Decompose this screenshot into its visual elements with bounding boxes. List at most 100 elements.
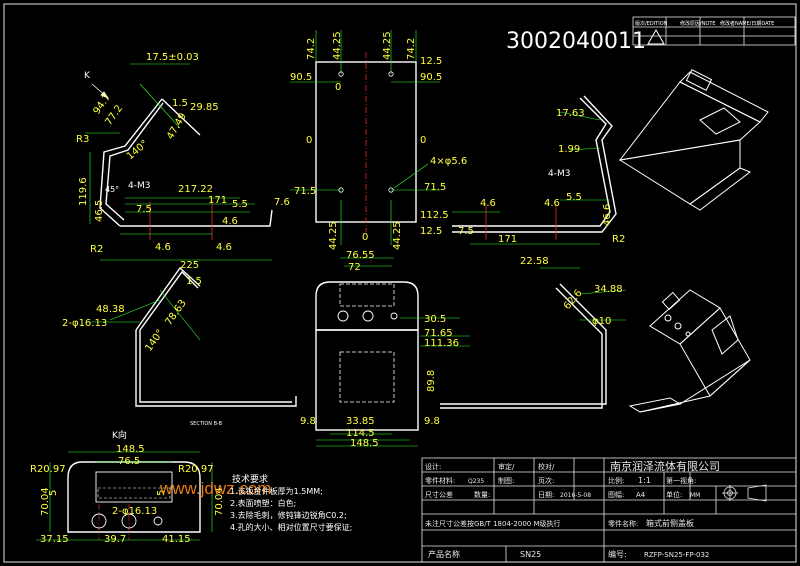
section-bb-view: 1.5 48.38 2-φ16.13 78.63 140° SECTION B-… (62, 266, 297, 427)
dim-mc-9-8a: 9.8 (300, 416, 316, 427)
dim-mc-9-8b: 9.8 (424, 416, 440, 427)
dim-tl-r3: R3 (76, 134, 89, 145)
dim-tl-217-22: 217.22 (178, 184, 213, 195)
tech-note-2: 2.表面喷塑：白色; (230, 498, 296, 508)
tech-note-1: 1.该钣金件板厚为1.5MM; (230, 486, 323, 496)
dim-mr-22-58: 22.58 (520, 256, 549, 267)
dim-mr-34-88: 34.88 (594, 284, 623, 295)
dim-tc-90-5a: 90.5 (290, 72, 312, 83)
company-name: 南京润泽流体有限公司 (610, 459, 720, 473)
dim-mc-114-5: 114.5 (346, 428, 375, 439)
dim-kv-r20-97a: R20.97 (30, 464, 66, 475)
dim-kv-5a: 5 (48, 490, 59, 496)
rev-col-edition: 版次/EDITION (635, 20, 668, 27)
tech-note-4: 4.孔的大小、相对位置尺寸要保证; (230, 522, 352, 532)
dim-tl-4-6b: 4.6 (222, 216, 238, 227)
dim-kv-148-5: 148.5 (116, 444, 145, 455)
tech-note-3: 3.去除毛刺，修钝锋边锐角C0.2; (230, 510, 347, 520)
dim-tc-74-2b: 74.2 (406, 38, 417, 60)
dim-ml-78-63: 78.63 (163, 298, 188, 328)
revision-triangle-icon (647, 28, 665, 45)
dim-tc-4-phi-5-6: 4×φ5.6 (430, 156, 467, 167)
tb-part-name-label: 零件名称: (608, 519, 638, 528)
dim-tl-4-6c: 4.6 (216, 242, 232, 253)
tb-code-value: RZFP-SN25-FP-032 (644, 551, 709, 559)
dim-tl-7-5: 7.5 (136, 204, 152, 215)
rev-col-name-date: 修改者NAME/日期DATE (720, 20, 774, 27)
tb-material-value: Q235 (468, 478, 484, 485)
dim-tc-0d: 0 (362, 232, 368, 243)
rev-col-note: 修改原因/NOTE (680, 20, 716, 27)
dim-kv-r20-97b: R20.97 (178, 464, 214, 475)
dim-tr-7-5: 7.5 (458, 226, 474, 237)
dim-mr-62-6: 62.6 (562, 288, 585, 312)
view-k-arrow-label: K (84, 71, 91, 81)
dim-kv-2-phi: 2-φ16.13 (112, 506, 157, 517)
tb-drawn-label: 制图: (498, 476, 514, 485)
tb-product-label: 产品名称 (428, 549, 460, 559)
dim-tr-171: 171 (498, 234, 517, 245)
dim-tl-7-6: 7.6 (274, 197, 290, 208)
dim-mc-111-36: 111.36 (424, 338, 459, 349)
dim-tr-46-6: 46.6 (602, 204, 613, 226)
dim-mc-33-85: 33.85 (346, 416, 375, 427)
top-center-flat-view: 74.2 44.25 44.25 74.2 12.5 90.5 90.5 0 0… (290, 30, 467, 250)
k-view-title: K向 (112, 429, 127, 441)
dim-tc-71-5a: 71.5 (294, 186, 316, 197)
top-right-profile-view: 17.63 1.99 4-M3 5.5 46.6 4.6 4.6 171 R2 … (452, 95, 625, 245)
dim-kv-37-15: 37.15 (40, 534, 69, 545)
dim-tl-17-5: 17.5±0.03 (146, 52, 199, 63)
dim-mc-148-5: 148.5 (350, 438, 379, 449)
drawing-number: 3002040011 (506, 29, 646, 54)
dim-ml-48-38: 48.38 (96, 304, 125, 315)
dim-tc-44-25b: 44.25 (382, 31, 393, 60)
first-angle-projection-icon (722, 484, 767, 502)
title-block (421, 457, 797, 563)
tb-paper-value: A4 (636, 491, 646, 499)
dim-tc-90-5b: 90.5 (420, 72, 442, 83)
top-left-profile-view: K 17.5±0.03 94.7 77.2 1.5 29.85 47.49 14… (76, 52, 290, 271)
technical-requirements: 技术要求 1.该钣金件板厚为1.5MM; 2.表面喷塑：白色; 3.去除毛刺，修… (230, 473, 352, 532)
section-bb-label: SECTION B-B (190, 421, 223, 427)
tb-part-name-value: 箱式前侧盖板 (646, 518, 694, 528)
tb-unit-label: 单位: (666, 490, 682, 499)
tb-approve-label: 审定/ (498, 462, 515, 471)
isometric-view-bottom (628, 289, 751, 413)
dim-tr-4-6a: 4.6 (480, 198, 496, 209)
tb-size-label: 尺寸公差 (425, 490, 453, 499)
dim-tl-1-5: 1.5 (172, 98, 188, 109)
dim-tl-46-5: 46.5 (94, 200, 105, 222)
dim-tl-29-85: 29.85 (190, 102, 219, 113)
watermark-text: www.jdwz.com (159, 479, 271, 498)
label-tl-4-m3: 4-M3 (128, 181, 150, 191)
dim-tc-0a: 0 (335, 82, 341, 93)
dim-mc-76-55: 76.55 (346, 250, 375, 261)
dim-tl-5-5: 5.5 (232, 199, 248, 210)
dim-tl-4-6a: 4.6 (155, 242, 171, 253)
tb-unit-value: MM (690, 492, 700, 499)
dim-kv-41-15: 41.15 (162, 534, 191, 545)
dim-tr-17-63: 17.63 (556, 108, 585, 119)
dim-kv-39-7: 39.7 (104, 534, 126, 545)
front-view: 76.55 72 30.5 71.65 111.36 89.8 9.8 9.8 … (300, 250, 470, 449)
dim-tc-0c: 0 (420, 135, 426, 146)
dim-tl-171: 171 (208, 195, 227, 206)
tb-qty-label: 数量: (474, 490, 490, 499)
dim-mc-72: 72 (348, 262, 361, 273)
sheet-border (3, 3, 797, 563)
dim-tc-44-25d: 44.25 (392, 221, 403, 250)
dim-tc-12-5a: 12.5 (420, 56, 442, 67)
dim-mr-phi-10: φ10 (592, 316, 611, 327)
dim-tc-112-5a: 112.5 (420, 210, 449, 221)
dim-tc-44-25a: 44.25 (332, 31, 343, 60)
dim-tc-74-2a: 74.2 (306, 38, 317, 60)
dim-tc-44-25c: 44.25 (328, 221, 339, 250)
dim-tc-12-5b: 12.5 (420, 226, 442, 237)
tb-scale-label: 比例: (608, 476, 624, 485)
tb-first-view-label: 第一视角: (666, 476, 696, 485)
tb-design-label: 设计: (425, 462, 441, 471)
tb-date-label: 日期: (538, 491, 554, 499)
dim-tr-5-5: 5.5 (566, 192, 582, 203)
dim-tr-1-99: 1.99 (558, 144, 580, 155)
